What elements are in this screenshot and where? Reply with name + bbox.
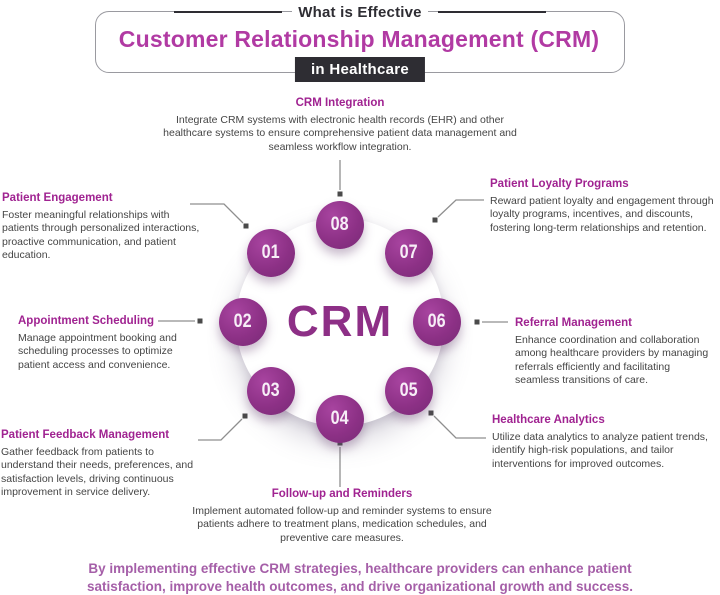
node-03-number: 03 <box>262 380 280 401</box>
subtitle-badge: in Healthcare <box>294 57 426 82</box>
item-healthcare-analytics-title: Healthcare Analytics <box>492 414 605 426</box>
node-02-number: 02 <box>234 311 252 332</box>
item-appointment-scheduling: Appointment Scheduling Manage appointmen… <box>18 314 204 372</box>
node-04: 04 <box>316 395 364 443</box>
node-01: 01 <box>247 229 295 277</box>
node-05-number: 05 <box>400 380 418 401</box>
item-patient-engagement-title: Patient Engagement <box>2 192 113 204</box>
item-patient-loyalty-programs-title: Patient Loyalty Programs <box>490 178 629 190</box>
header-eyebrow: What is Effective <box>292 3 428 21</box>
item-crm-integration: CRM Integration Integrate CRM systems wi… <box>160 96 520 154</box>
item-referral-management-title: Referral Management <box>515 317 632 329</box>
item-patient-loyalty-programs-desc: Reward patient loyalty and engagement th… <box>490 194 714 234</box>
node-08: 08 <box>316 201 364 249</box>
node-03: 03 <box>247 367 295 415</box>
item-appointment-scheduling-title: Appointment Scheduling <box>18 315 155 327</box>
item-follow-up-and-reminders: Follow-up and Reminders Implement automa… <box>182 487 502 545</box>
item-patient-loyalty-programs: Patient Loyalty Programs Reward patient … <box>490 177 718 235</box>
item-patient-engagement: Patient Engagement Foster meaningful rel… <box>2 191 200 262</box>
eyebrow-line-right <box>437 11 546 13</box>
item-follow-up-and-reminders-title: Follow-up and Reminders <box>271 488 413 500</box>
item-follow-up-and-reminders-desc: Implement automated follow-up and remind… <box>192 504 492 544</box>
item-referral-management: Referral Management Enhance coordination… <box>515 316 717 387</box>
node-02: 02 <box>219 298 267 346</box>
node-07: 07 <box>385 229 433 277</box>
item-patient-feedback-management: Patient Feedback Management Gather feedb… <box>1 428 201 499</box>
footer-note: By implementing effective CRM strategies… <box>86 561 634 595</box>
item-crm-integration-desc: Integrate CRM systems with electronic he… <box>163 113 517 153</box>
node-04-number: 04 <box>331 408 349 429</box>
node-06: 06 <box>413 298 461 346</box>
crm-center-label: CRM <box>286 297 394 346</box>
node-08-number: 08 <box>331 214 349 235</box>
item-crm-integration-title: CRM Integration <box>295 97 385 109</box>
item-patient-feedback-management-title: Patient Feedback Management <box>1 429 170 441</box>
eyebrow-line-left <box>174 11 283 13</box>
node-01-number: 01 <box>262 242 280 263</box>
item-healthcare-analytics-desc: Utilize data analytics to analyze patien… <box>492 430 708 470</box>
item-patient-engagement-desc: Foster meaningful relationships with pat… <box>2 208 200 262</box>
node-07-number: 07 <box>400 242 418 263</box>
node-06-number: 06 <box>428 311 446 332</box>
eyebrow-row: What is Effective <box>0 0 720 24</box>
node-05: 05 <box>385 367 433 415</box>
item-appointment-scheduling-desc: Manage appointment booking and schedulin… <box>18 331 177 371</box>
item-healthcare-analytics: Healthcare Analytics Utilize data analyt… <box>492 413 710 471</box>
page-title: Customer Relationship Management (CRM) <box>118 26 600 52</box>
item-referral-management-desc: Enhance coordination and collaboration a… <box>515 333 709 387</box>
item-patient-feedback-management-desc: Gather feedback from patients to underst… <box>1 445 194 499</box>
